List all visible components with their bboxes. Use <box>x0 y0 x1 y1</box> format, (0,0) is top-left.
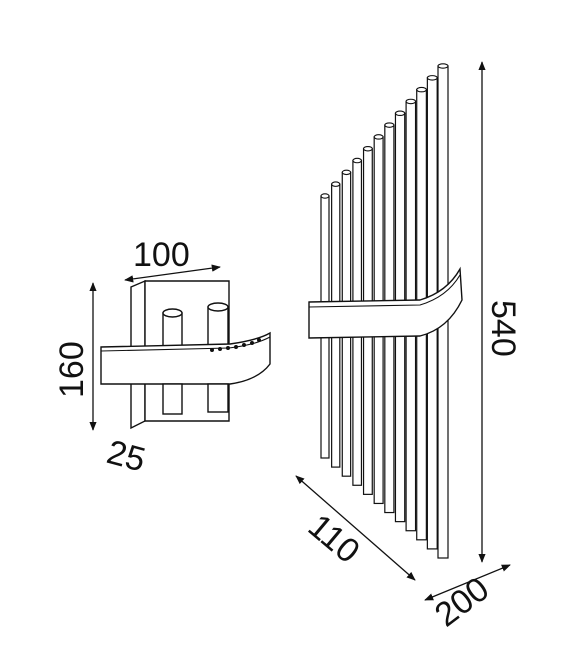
fixture-curved-band <box>308 266 463 339</box>
fixture-rod-cap <box>394 110 406 117</box>
fixture-rod-cap <box>405 98 417 105</box>
fixture-rod-cap <box>320 193 330 199</box>
fixture-rod-cap <box>341 169 352 176</box>
fixture-rod-cap <box>362 145 373 152</box>
fixture-height-label: 540 <box>484 300 522 357</box>
fixture-rod-cap <box>437 63 449 69</box>
bracket-curved-band <box>100 331 271 385</box>
dimension-fixture-width: 200 <box>424 564 511 634</box>
socket-holes <box>210 338 261 352</box>
bracket-posts-lower <box>162 383 229 415</box>
fixture-rod-cap <box>352 157 363 164</box>
fixture-rod-cap <box>373 134 384 140</box>
bracket-height-label: 160 <box>53 341 91 398</box>
fixture-rod-cap <box>416 86 427 93</box>
bracket-posts <box>162 302 229 351</box>
fixture-width-label: 200 <box>428 570 496 634</box>
dimension-bracket-height: 160 <box>53 282 97 431</box>
dimension-bracket-depth: 25 <box>103 433 149 479</box>
wall-bracket-view: 100 160 25 <box>53 236 271 480</box>
fixture-view: 540 110 200 <box>295 61 522 634</box>
bracket-width-label: 100 <box>133 236 190 274</box>
dimension-fixture-height: 540 <box>478 61 522 563</box>
fixture-rod-cap <box>331 181 341 187</box>
fixture-rod-cap <box>426 75 438 81</box>
fixture-rod-cap <box>384 122 395 128</box>
bracket-depth-label: 25 <box>103 433 149 479</box>
dimension-bracket-width: 100 <box>124 236 221 283</box>
fixture-depth-label: 110 <box>301 507 367 571</box>
